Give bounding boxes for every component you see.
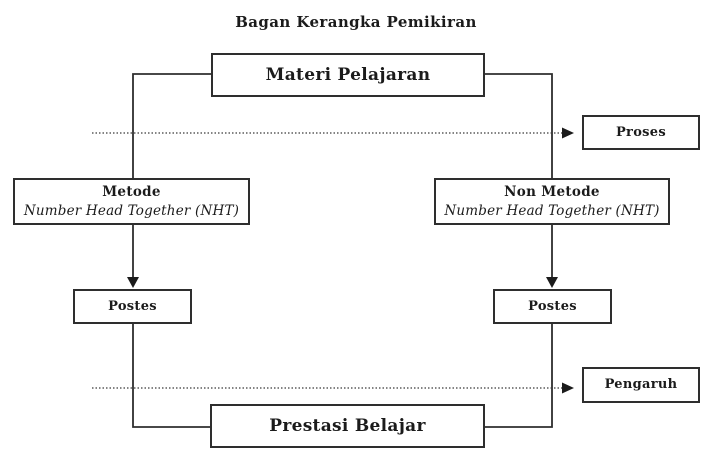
node-materi-pelajaran: Materi Pelajaran [211,53,485,97]
node-metode-label: Metode [102,184,161,201]
node-prestasi-belajar-label: Prestasi Belajar [269,415,426,436]
edge-materi-to-non-metode [484,73,553,178]
node-metode-sublabel: Number Head Together (NHT) [23,202,240,219]
node-pengaruh: Pengaruh [582,367,700,403]
node-prestasi-belajar: Prestasi Belajar [210,404,485,448]
arrowhead-down-right-icon [546,277,558,288]
diagram-title: Bagan Kerangka Pemikiran [235,13,477,31]
node-proses-label: Proses [615,124,666,140]
edge-materi-to-metode [132,73,212,178]
arrowhead-right-proses-icon [562,127,574,139]
edge-postes-right-to-prestasi [484,324,553,428]
node-postes-left: Postes [73,289,192,324]
arrowhead-right-pengaruh-icon [562,382,574,394]
node-materi-pelajaran-label: Materi Pelajaran [265,64,431,85]
node-postes-right-label: Postes [528,298,577,314]
node-postes-right: Postes [493,289,612,324]
node-proses: Proses [582,115,700,150]
node-pengaruh-label: Pengaruh [604,377,678,393]
node-non-metode-label: Non Metode [504,184,600,201]
edge-postes-left-to-prestasi [132,324,211,428]
arrowhead-down-left-icon [127,277,139,288]
node-non-metode-nht: Non Metode Number Head Together (NHT) [434,178,670,225]
node-non-metode-sublabel: Number Head Together (NHT) [444,202,660,219]
node-metode-nht: Metode Number Head Together (NHT) [13,178,250,225]
node-postes-left-label: Postes [108,298,157,314]
